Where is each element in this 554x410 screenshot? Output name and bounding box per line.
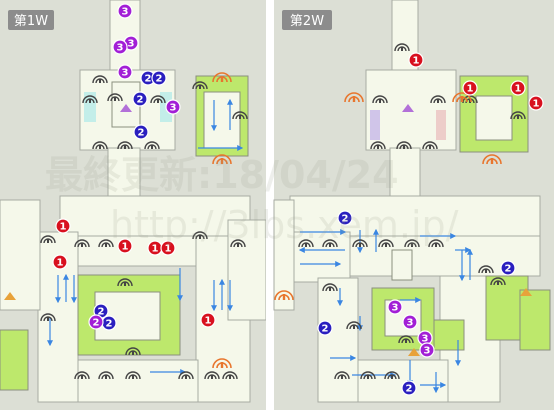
svg-text:3: 3: [407, 318, 414, 329]
marker-purple-3: 3: [165, 99, 181, 115]
marker-blue-2: 2: [401, 380, 417, 396]
marker-blue-2: 2: [317, 320, 333, 336]
svg-text:2: 2: [93, 318, 100, 329]
svg-text:2: 2: [342, 214, 349, 225]
svg-text:1: 1: [533, 99, 540, 110]
svg-text:1: 1: [205, 316, 212, 327]
svg-text:2: 2: [106, 319, 113, 330]
panel-divider: [266, 0, 274, 410]
svg-text:1: 1: [515, 84, 522, 95]
orange-markers-left: [4, 72, 232, 369]
svg-text:2: 2: [137, 95, 144, 106]
marker-blue-2: 2: [93, 303, 109, 319]
marker-purple-2: 2: [88, 314, 104, 330]
marker-purple-3: 3: [402, 314, 418, 330]
svg-text:3: 3: [128, 39, 135, 50]
marker-blue-2: 2: [500, 260, 516, 276]
marker-red-1: 1: [200, 312, 216, 328]
marker-purple-3: 3: [117, 3, 133, 19]
marker-blue-2: 2: [337, 210, 353, 226]
marker-purple-3: 3: [117, 64, 133, 80]
marker-red-1: 1: [160, 240, 176, 256]
svg-text:1: 1: [152, 244, 159, 255]
orange-markers-right: [274, 92, 532, 356]
marker-red-1: 1: [528, 95, 544, 111]
svg-text:3: 3: [122, 68, 129, 79]
svg-text:2: 2: [322, 324, 329, 335]
watermark-line2: http://3lbs.xem.jp/: [110, 203, 459, 247]
svg-text:3: 3: [122, 7, 129, 18]
marker-red-1: 1: [462, 80, 478, 96]
svg-text:1: 1: [413, 56, 420, 67]
marker-purple-3: 3: [419, 342, 435, 358]
panel-left-label: 第1W: [14, 14, 48, 29]
svg-text:1: 1: [467, 84, 474, 95]
svg-text:2: 2: [505, 264, 512, 275]
svg-text:1: 1: [165, 244, 172, 255]
svg-text:3: 3: [422, 334, 429, 345]
svg-text:1: 1: [60, 222, 67, 233]
marker-red-1: 1: [408, 52, 424, 68]
watermark-line1: 最終更新:18/04/24: [45, 153, 399, 197]
svg-text:2: 2: [406, 384, 413, 395]
svg-text:3: 3: [170, 103, 177, 114]
svg-text:2: 2: [156, 74, 163, 85]
rooms-left: [0, 75, 249, 391]
marker-blue-2: 2: [132, 91, 148, 107]
svg-text:3: 3: [424, 346, 431, 357]
marker-blue-2: 2: [151, 70, 167, 86]
arrows-left: [47, 98, 244, 375]
svg-text:1: 1: [122, 242, 129, 253]
svg-text:1: 1: [57, 258, 64, 269]
svg-text:3: 3: [392, 303, 399, 314]
svg-text:2: 2: [138, 128, 145, 139]
marker-purple-3: 3: [387, 299, 403, 315]
marker-blue-2: 2: [133, 124, 149, 140]
panel-right-label: 第2W: [290, 14, 324, 29]
marker-blue-2: 2: [101, 315, 117, 331]
pillars-right: [370, 104, 446, 140]
marker-red-1: 1: [55, 218, 71, 234]
svg-text:3: 3: [117, 43, 124, 54]
marker-red-1: 1: [52, 254, 68, 270]
marker-purple-3: 3: [112, 39, 128, 55]
marker-red-1: 1: [117, 238, 133, 254]
marker-red-1: 1: [510, 80, 526, 96]
svg-text:2: 2: [98, 307, 105, 318]
svg-text:2: 2: [145, 74, 152, 85]
